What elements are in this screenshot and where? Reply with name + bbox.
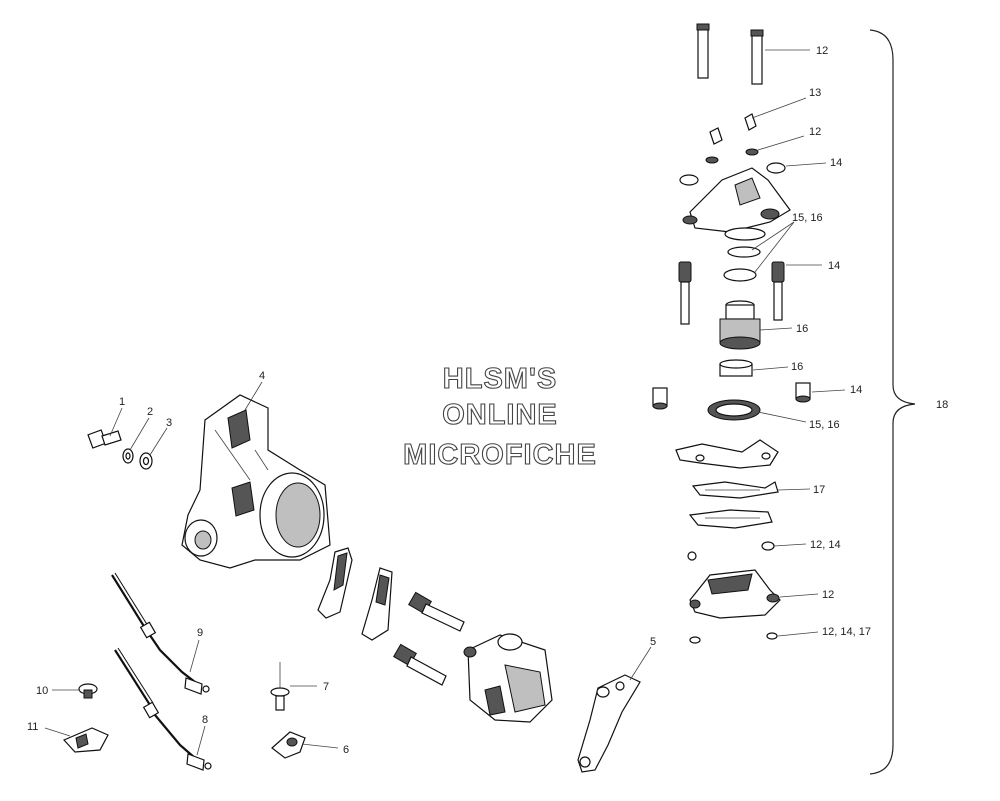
callout-14-third: 14 xyxy=(850,384,862,396)
callout-9: 9 xyxy=(197,627,203,639)
caliper-pin-upper xyxy=(408,591,465,632)
part-14-bolt-a xyxy=(678,261,692,325)
part-15-seal-b xyxy=(723,268,757,282)
part-14-oring-a xyxy=(766,162,786,174)
part-6-clamp xyxy=(271,731,306,759)
part-11-clip xyxy=(62,727,109,753)
callout-4: 4 xyxy=(259,370,265,382)
callout-15-16-upper: 15, 16 xyxy=(792,212,823,224)
part-12-washer-c xyxy=(689,636,701,644)
brake-pad-left-b xyxy=(361,567,393,641)
callout-18: 18 xyxy=(936,399,948,411)
part-17-pad-b xyxy=(688,509,773,529)
callout-15-16-lower: 15, 16 xyxy=(809,419,840,431)
part-14-bolt-b xyxy=(771,261,785,321)
caliper-half-housing xyxy=(682,167,791,241)
callout-10: 10 xyxy=(36,685,48,697)
assembly-brace xyxy=(869,29,916,775)
part-12-washer-b xyxy=(705,156,719,164)
watermark-line-3: MICROFICHE xyxy=(403,439,597,471)
part-17-pad-a xyxy=(691,481,779,499)
caliper-pin-lower xyxy=(393,643,447,686)
part-14-oring-b xyxy=(679,174,699,186)
callout-12-14: 12, 14 xyxy=(810,539,841,551)
shim-plate xyxy=(675,439,779,469)
callout-14-first: 14 xyxy=(830,157,842,169)
caliper-lower-half xyxy=(689,569,781,619)
watermark: HLSM'S ONLINE MICROFICHE xyxy=(403,362,597,471)
part-14-sleeve-b xyxy=(795,382,811,403)
part-12-small-a xyxy=(687,551,697,561)
callout-8: 8 xyxy=(202,714,208,726)
watermark-line-1: HLSM'S xyxy=(443,363,557,395)
callout-6: 6 xyxy=(343,744,349,756)
part-7-screw xyxy=(270,662,290,711)
callout-16-small: 16 xyxy=(791,361,803,373)
callout-12-top: 12 xyxy=(816,45,828,57)
part-10-bolt xyxy=(78,683,98,699)
part-12-washer-d xyxy=(766,632,778,640)
callout-12-second: 12 xyxy=(809,126,821,138)
part-12-washer xyxy=(745,148,759,156)
callout-17: 17 xyxy=(813,484,825,496)
caliper-body xyxy=(463,633,553,723)
part-1-bolt xyxy=(87,429,122,449)
part-12-small-b xyxy=(761,541,775,551)
callout-16-piston: 16 xyxy=(796,323,808,335)
part-13-bleeder xyxy=(709,113,757,145)
callout-14-second: 14 xyxy=(828,260,840,272)
callout-3: 3 xyxy=(166,417,172,429)
part-15-seal-a xyxy=(727,246,761,258)
part-16-piston-small xyxy=(719,359,753,377)
part-16-piston xyxy=(719,300,761,350)
callout-13: 13 xyxy=(809,87,821,99)
callout-labels: 1 2 3 4 5 6 7 8 9 10 11 12 13 12 14 15, … xyxy=(27,45,948,756)
part-4-caliper-bracket xyxy=(181,394,331,569)
callout-2: 2 xyxy=(147,406,153,418)
part-14-sleeve-a xyxy=(652,387,668,410)
leader-lines xyxy=(44,49,846,756)
part-15-16-seal-large xyxy=(707,399,761,421)
callout-7: 7 xyxy=(323,681,329,693)
brake-pad-left-a xyxy=(317,547,353,619)
part-12-bolt-b xyxy=(750,29,764,85)
callout-12-third: 12 xyxy=(822,589,834,601)
callout-5: 5 xyxy=(650,636,656,648)
part-9-brake-line xyxy=(111,572,210,695)
part-8-brake-line xyxy=(114,647,212,771)
part-12-bolt-a xyxy=(696,23,710,79)
part-5-mounting-bracket xyxy=(577,674,641,773)
callout-12-14-17: 12, 14, 17 xyxy=(822,626,871,638)
callout-11: 11 xyxy=(27,721,38,733)
watermark-line-2: ONLINE xyxy=(442,399,558,431)
callout-1: 1 xyxy=(119,396,125,408)
